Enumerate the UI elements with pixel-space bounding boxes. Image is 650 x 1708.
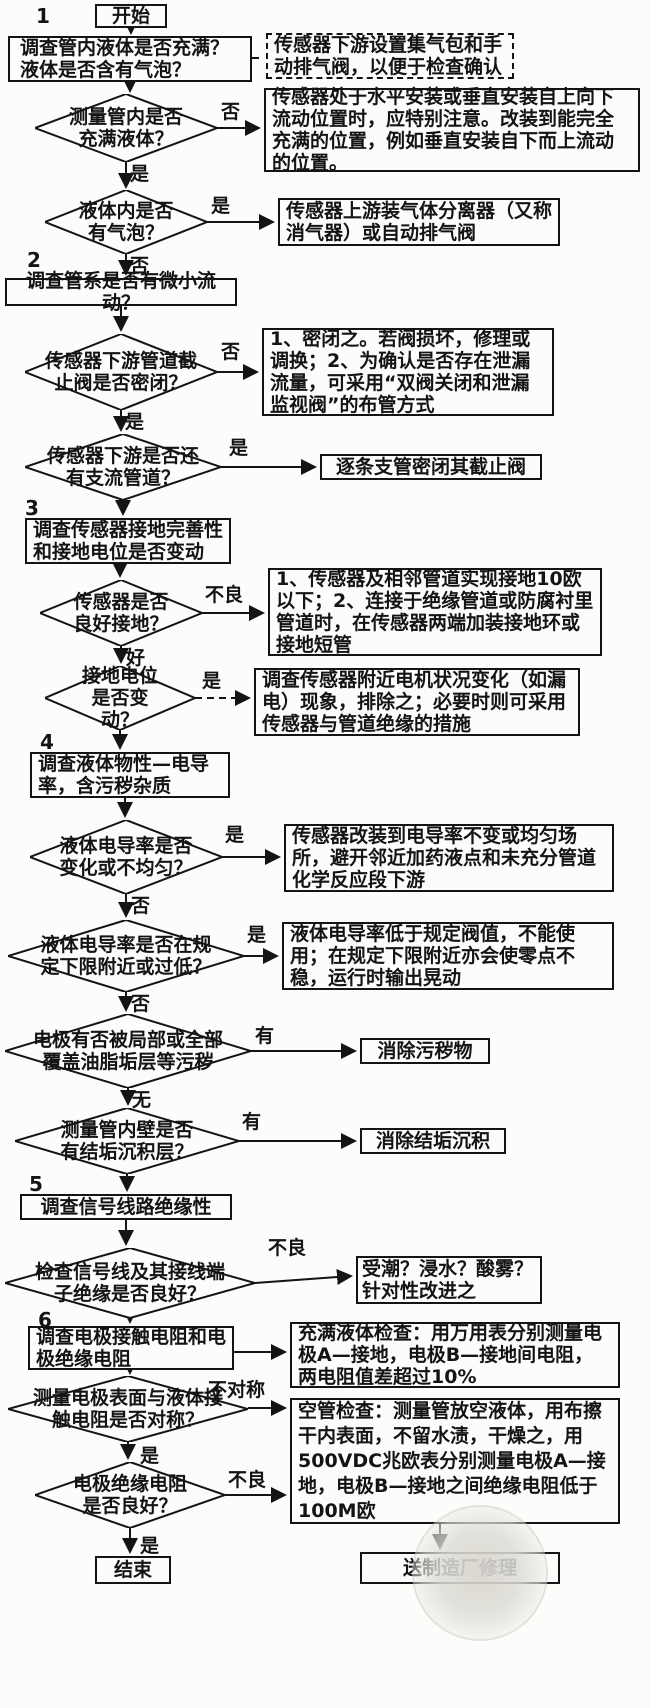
branch-d13-bad: 不良 (228, 1469, 267, 1491)
branch-d1-yes: 是 (130, 163, 150, 185)
section-number-5: 5 (29, 1172, 43, 1196)
branch-d3-yes: 是 (125, 411, 145, 433)
branch-d7-no: 否 (131, 895, 151, 917)
branch-d2-yes: 是 (211, 195, 231, 217)
branch-d9-none: 无 (132, 1089, 152, 1111)
decision-insulation-resistance-good: 电极绝缘电阻是否良好？ (35, 1462, 225, 1528)
remedy-gas-separator: 传感器上游装气体分离器（又称消气器）或自动排气阀 (278, 198, 560, 246)
watermark-stamp (412, 1505, 548, 1641)
diamond-shape (8, 920, 244, 992)
section-number-6: 6 (38, 1308, 52, 1332)
decision-conductivity-uniform-label: 液体电导率是否变化或不均匀？ (59, 835, 193, 879)
branch-d12-asym: 不对称 (208, 1379, 266, 1401)
decision-contact-resistance-symmetric-label: 测量电极表面与液体接触电阻是否对称？ (32, 1387, 223, 1431)
remedy-seal-branch-valves: 逐条支管密闭其截止阀 (320, 454, 542, 480)
decision-ground-potential: 接地电位是否变动？ (45, 665, 195, 731)
branch-d3-no: 否 (221, 341, 241, 363)
diamond-shape (5, 1014, 251, 1088)
terminal-end: 结束 (95, 1556, 171, 1584)
decision-bubbles: 液体内是否有气泡？ (45, 190, 207, 254)
branch-d9-have: 有 (255, 1025, 275, 1047)
diamond-shape (40, 580, 202, 646)
process-check-liquid-properties: 调查液体物性—电导率，含污秽杂质 (30, 752, 230, 798)
branch-d8-no: 否 (131, 993, 151, 1015)
terminal-start: 开始 (95, 4, 167, 28)
diamond-shape (45, 190, 207, 254)
remedy-remove-fouling: 消除污秽物 (360, 1038, 490, 1064)
branch-d12-yes: 是 (140, 1445, 160, 1467)
branch-d13-yes: 是 (140, 1535, 160, 1557)
decision-grounded-well: 传感器是否良好接地？ (40, 580, 202, 646)
decision-wall-scale-label: 测量管内壁是否有结垢沉积层？ (60, 1119, 194, 1163)
diamond-shape (25, 434, 221, 500)
diamond-shape (35, 1462, 225, 1528)
decision-conductivity-low-label: 液体电导率是否在规定下限附近或过低？ (40, 934, 212, 978)
decision-branch-pipes: 传感器下游是否还有支流管道？ (25, 434, 221, 500)
branch-d1-no: 否 (221, 101, 241, 123)
decision-signal-insulation-good-label: 检查信号线及其接线端子绝缘是否良好？ (34, 1261, 225, 1305)
section-number-3: 3 (25, 496, 39, 520)
branch-d5-bad: 不良 (205, 584, 244, 606)
decision-electrode-fouling-label: 电极有否被局部或全部覆盖油脂垢层等污秽 (32, 1029, 223, 1073)
diamond-shape (5, 1248, 255, 1318)
note-full-pipe-check: 充满液体检查：用万用表分别测量电极A—接地，电极B—接地间电阻，两电阻值差超过1… (290, 1322, 620, 1388)
note-air-trap-vent-valve: 传感器下游设置集气包和手动排气阀，以便于检查确认 (266, 33, 514, 79)
diamond-shape (30, 820, 222, 894)
diamond-shape (35, 94, 217, 162)
branch-d7-yes: 是 (225, 824, 245, 846)
decision-valve-sealed-label: 传感器下游管道截止阀是否密闭？ (44, 350, 197, 394)
process-check-electrode-resistance: 调查电极接触电阻和电极绝缘电阻 (28, 1326, 234, 1370)
process-check-signal-insulation: 调查信号线路绝缘性 (20, 1194, 232, 1220)
decision-pipe-full-label: 测量管内是否充满液体？ (68, 106, 183, 150)
remedy-grounding-ring: 1、传感器及相邻管道实现接地10欧以下；2、连接于绝缘管道或防腐衬里管道时，在传… (268, 568, 602, 656)
branch-d2-no: 否 (130, 255, 150, 277)
decision-conductivity-uniform: 液体电导率是否变化或不均匀？ (30, 820, 222, 894)
diamond-shape (45, 666, 195, 730)
decision-insulation-resistance-good-label: 电极绝缘电阻是否良好？ (72, 1473, 187, 1517)
decision-branch-pipes-label: 传感器下游是否还有支流管道？ (46, 445, 199, 489)
diamond-shape (25, 334, 217, 410)
remedy-relocate-uniform-site: 传感器改装到电导率不变或均匀场所，避开邻近加药液点和未充分管道化学反应段下游 (284, 824, 614, 892)
decision-pipe-full: 测量管内是否充满液体？ (35, 94, 217, 162)
decision-wall-scale: 测量管内壁是否有结垢沉积层？ (15, 1108, 239, 1174)
diamond-shape (15, 1108, 239, 1174)
remedy-conductivity-too-low: 液体电导率低于规定阀值，不能使用；在规定下限附近亦会使零点不稳，运行时输出晃动 (282, 922, 614, 990)
section-number-1: 1 (36, 4, 50, 28)
diamond-shape (8, 1376, 248, 1442)
decision-valve-sealed: 传感器下游管道截止阀是否密闭？ (25, 334, 217, 410)
branch-d8-yes: 是 (247, 924, 267, 946)
process-check-grounding: 调查传感器接地完善性和接地电位是否变动 (25, 518, 231, 564)
process-check-liquid-full: 调查管内液体是否充满？液体是否含有气泡？ (8, 36, 252, 82)
branch-d10-have: 有 (242, 1111, 262, 1133)
note-empty-pipe-check: 空管检查：测量管放空液体，用布擦干内表面，不留水渍，干燥之，用500VDC兆欧表… (290, 1398, 620, 1524)
branch-d6-yes: 是 (202, 670, 222, 692)
decision-bubbles-label: 液体内是否有气泡？ (78, 200, 174, 244)
branch-d11-bad: 不良 (268, 1237, 307, 1259)
remedy-insulation-improve: 受潮？浸水？酸雾？针对性改进之 (356, 1256, 542, 1304)
process-check-micro-flow: 调查管系是否有微小流动？ (5, 270, 237, 314)
decision-ground-potential-label: 接地电位是否变动？ (81, 665, 158, 731)
decision-signal-insulation-good: 检查信号线及其接线端子绝缘是否良好？ (5, 1248, 255, 1318)
section-number-4: 4 (40, 730, 54, 754)
remedy-nearby-leakage: 调查传感器附近电机状况变化（如漏电）现象，排除之；必要时则可采用传感器与管道绝缘… (254, 668, 580, 736)
branch-d5-good: 好 (126, 647, 146, 669)
decision-electrode-fouling: 电极有否被局部或全部覆盖油脂垢层等污秽 (5, 1014, 251, 1088)
decision-conductivity-low: 液体电导率是否在规定下限附近或过低？ (8, 920, 244, 992)
decision-contact-resistance-symmetric: 测量电极表面与液体接触电阻是否对称？ (8, 1376, 248, 1442)
remedy-remove-scale: 消除结垢沉积 (360, 1128, 506, 1154)
remedy-seal-valve: 1、密闭之。若阀损坏，修理或调换；2、为确认是否存在泄漏流量，可采用“双阀关闭和… (262, 328, 554, 416)
remedy-remount-sensor-position: 传感器处于水平安装或垂直安装自上向下流动位置时，应特别注意。改装到能完全充满的位… (264, 86, 640, 174)
branch-d4-yes: 是 (229, 437, 249, 459)
decision-grounded-well-label: 传感器是否良好接地？ (73, 591, 169, 635)
section-number-2: 2 (27, 248, 41, 272)
